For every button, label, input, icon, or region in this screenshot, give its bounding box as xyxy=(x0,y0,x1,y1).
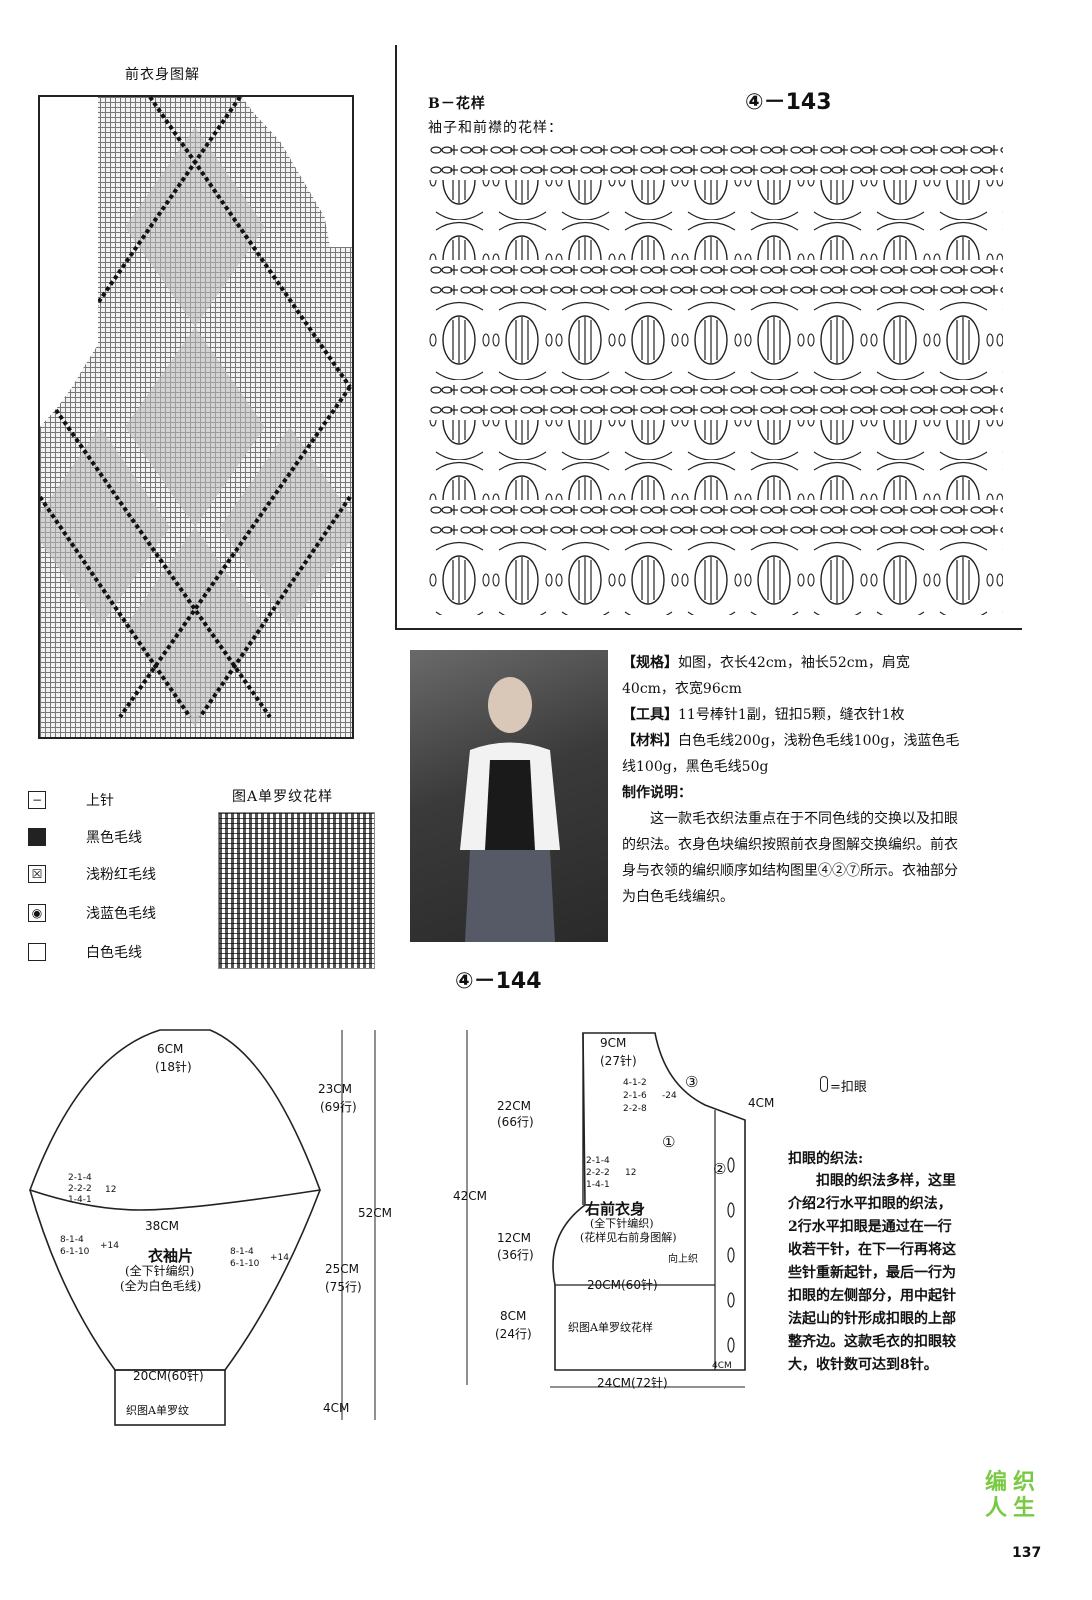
sleeve-inc-left-total: +14 xyxy=(100,1241,119,1251)
sleeve-h3: 4CM xyxy=(323,1401,350,1415)
front-h2: 12CM xyxy=(497,1231,532,1245)
front-bottom-width: 24CM(72针) xyxy=(597,1376,668,1390)
front-arm-dec-2: 2-2-2 xyxy=(586,1168,610,1178)
front-body-chart xyxy=(38,95,354,739)
front-rib-note: 织图A单罗纹花样 xyxy=(568,1321,653,1334)
spec-material: 【材料】白色毛线200g，浅粉色毛线100g，浅蓝色毛线100g，黑色毛线50g xyxy=(622,733,960,775)
sleeve-top-rows: (18针) xyxy=(155,1060,192,1074)
sleeve-note-1: (全下针编织) xyxy=(125,1264,195,1278)
sleeve-inc-right-2: 6-1-10 xyxy=(230,1259,260,1269)
sleeve-inc-right-total: +14 xyxy=(270,1253,289,1263)
sleeve-h2: 25CM xyxy=(325,1262,360,1276)
sleeve-dec-2: 2-2-2 xyxy=(68,1184,92,1194)
front-h1: 22CM xyxy=(497,1099,532,1113)
front-h3-rows: (24行) xyxy=(495,1327,532,1341)
front-band: 4CM xyxy=(748,1096,775,1110)
light-pink-yarn-icon: ☒ xyxy=(28,865,46,883)
pattern-143-number: ④－143 xyxy=(745,90,832,115)
rib-chart xyxy=(218,812,375,969)
front-marker-2: ② xyxy=(713,1160,727,1178)
sleeve-top-width: 6CM xyxy=(157,1042,184,1056)
sleeve-cuff-width: 20CM(60针) xyxy=(133,1369,204,1383)
sleeve-h2-rows: (75行) xyxy=(325,1280,362,1294)
legend-white: 白色毛线 xyxy=(28,942,142,962)
model-photo xyxy=(410,650,608,942)
rib-chart-title: 图A单罗纹花样 xyxy=(232,789,334,805)
front-arm-dec-3: 1-4-1 xyxy=(586,1180,610,1190)
sleeve-inc-left-2: 6-1-10 xyxy=(60,1247,90,1257)
pattern-b-title: B－花样 xyxy=(428,96,486,112)
buttonhole-icon xyxy=(820,1076,828,1092)
method-title: 制作说明： xyxy=(622,785,692,801)
sleeve-inc-right-1: 8-1-4 xyxy=(230,1247,254,1257)
front-direction: 向上织 xyxy=(668,1254,698,1265)
legend-black: ■ 黑色毛线 xyxy=(28,827,142,847)
sleeve-dec-3: 1-4-1 xyxy=(68,1195,92,1205)
front-marker-1: ① xyxy=(662,1133,676,1151)
front-neck-dec-2: 2-1-6 xyxy=(623,1091,647,1101)
front-h1-rows: (66行) xyxy=(497,1115,534,1129)
front-body-width: 20CM(60针) xyxy=(587,1278,658,1292)
purl-stitch-icon: − xyxy=(28,791,46,809)
front-total: 42CM xyxy=(453,1189,488,1203)
front-neck-dec-3: 2-2-8 xyxy=(623,1104,647,1114)
front-marker-3: ③ xyxy=(685,1073,699,1091)
legend-blue: ◉ 浅蓝色毛线 xyxy=(28,903,156,923)
sleeve-cuff-note: 织图A单罗纹 xyxy=(126,1404,189,1417)
sleeve-dec-1: 2-1-4 xyxy=(68,1173,92,1183)
method-text: 这一款毛衣织法重点在于不同色线的交换以及扣眼的织法。衣身色块编织按照前衣身图解交… xyxy=(622,811,958,905)
page-number: 137 xyxy=(1012,1545,1042,1561)
front-h3: 8CM xyxy=(500,1309,527,1323)
front-neck-dec-1: 4-1-2 xyxy=(623,1078,647,1088)
black-yarn-icon: ■ xyxy=(28,828,46,846)
sleeve-name: 衣袖片 xyxy=(148,1247,194,1265)
front-arm-dec-1: 2-1-4 xyxy=(586,1156,610,1166)
front-h2-rows: (36行) xyxy=(497,1248,534,1262)
front-neck-dec-total: -24 xyxy=(662,1091,677,1101)
brand-logo: 编织人生 xyxy=(985,1470,1042,1521)
sleeve-inc-left-1: 8-1-4 xyxy=(60,1235,84,1245)
legend-pink: ☒ 浅粉红毛线 xyxy=(28,864,156,884)
front-arm-dec-total: 12 xyxy=(625,1168,637,1178)
spec-block: 【规格】如图，衣长42cm，袖长52cm，肩宽40cm，衣宽96cm 【工具】1… xyxy=(622,650,962,910)
sleeve-h1-rows: (69行) xyxy=(320,1100,357,1114)
front-body-schematic xyxy=(466,1030,746,1388)
sleeve-dec-total: 12 xyxy=(105,1185,117,1195)
sleeve-total: 52CM xyxy=(358,1206,393,1220)
front-neck-width: 9CM xyxy=(600,1036,627,1050)
pattern-b-subtitle: 袖子和前襟的花样： xyxy=(428,120,563,136)
sleeve-note-2: (全为白色毛线) xyxy=(120,1279,202,1293)
buttonhole-legend: =扣眼 xyxy=(830,1080,867,1095)
buttonhole-text: 扣眼的织法多样，这里介绍2行水平扣眼的织法，2行水平扣眼是通过在一行收若干针，在… xyxy=(788,1173,956,1373)
front-chart-title: 前衣身图解 xyxy=(125,67,200,83)
legend-purl: − 上针 xyxy=(28,790,114,810)
pattern-144-number: ④－144 xyxy=(455,969,542,994)
spec-tools: 【工具】11号棒针1副，钮扣5颗，缝衣针1枚 xyxy=(622,707,905,723)
crochet-pattern-chart xyxy=(428,140,1003,615)
argyle-diamonds xyxy=(40,97,352,727)
light-blue-yarn-icon: ◉ xyxy=(28,904,46,922)
pattern-b-frame xyxy=(395,45,1022,630)
front-neck-sts: (27针) xyxy=(600,1054,637,1068)
sleeve-schematic xyxy=(28,1029,376,1426)
white-yarn-icon xyxy=(28,943,46,961)
front-note-1: (全下针编织) xyxy=(590,1217,654,1230)
front-band-bottom: 4CM xyxy=(712,1361,732,1371)
front-note-2: (花样见右前身图解) xyxy=(580,1231,677,1244)
buttonhole-title: 扣眼的织法: xyxy=(788,1151,864,1167)
front-name: 右前衣身 xyxy=(585,1200,646,1218)
spec-size: 【规格】如图，衣长42cm，袖长52cm，肩宽40cm，衣宽96cm xyxy=(622,655,910,697)
sleeve-width: 38CM xyxy=(145,1219,180,1233)
model-figure xyxy=(460,677,560,942)
sleeve-h1: 23CM xyxy=(318,1082,353,1096)
